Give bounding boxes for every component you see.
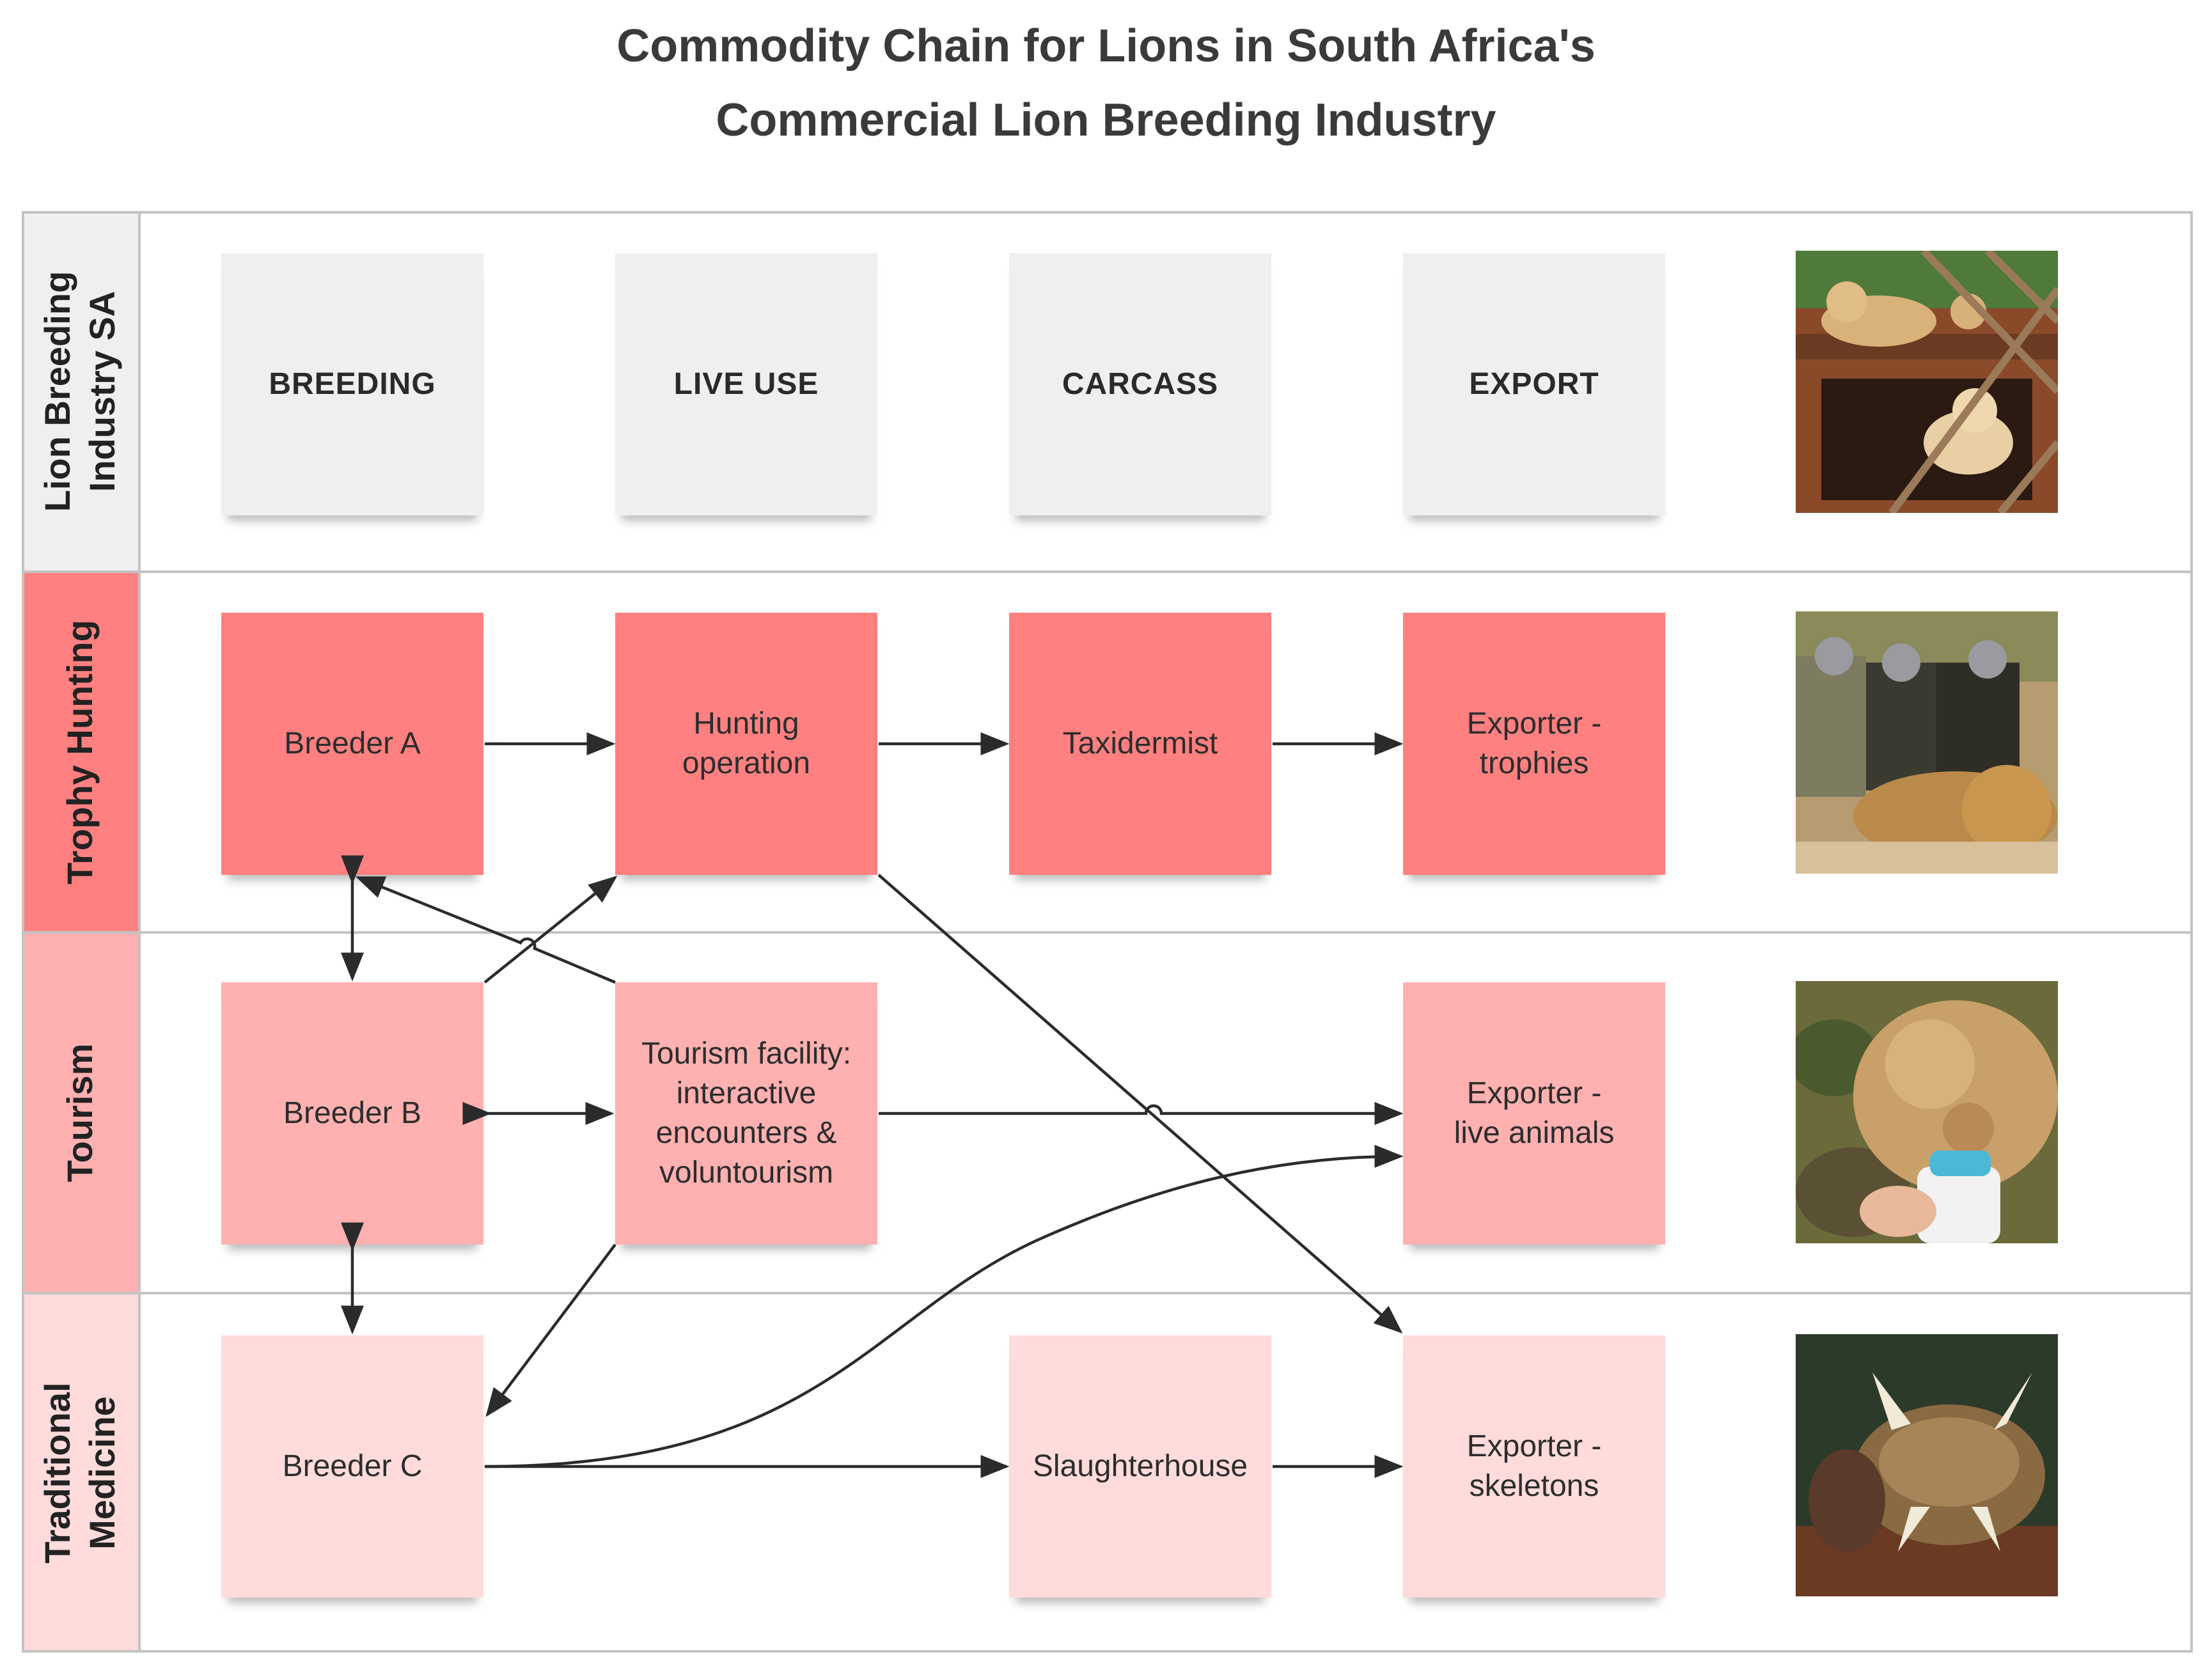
stage-breeding: BREEDING: [221, 253, 483, 515]
title-line-1: Commodity Chain for Lions in South Afric…: [616, 20, 1596, 72]
lane-label-industry: Lion Breeding Industry SA: [22, 211, 141, 572]
caged-lions-photo: [1796, 251, 2058, 513]
lane-label-traditional-medicine: Traditional Medicine: [22, 1293, 141, 1653]
trophy-hunters-photo: [1796, 611, 2058, 874]
arrow-breeder-c-to-exporter-live: [484, 1145, 1404, 1468]
node-tourism-facility: Tourism facility: interactive encounters…: [615, 982, 877, 1245]
node-exporter-trophies: Exporter - trophies: [1403, 613, 1665, 875]
cub-bottle-feeding-photo: [1796, 981, 2058, 1243]
arrow-tourism-to-exporter-live: [879, 1102, 1404, 1125]
stage-carcass: CARCASS: [1009, 253, 1271, 515]
node-exporter-skeletons: Exporter - skeletons: [1403, 1335, 1665, 1598]
arrow-hunting-to-exporter-skeletons: [877, 874, 1403, 1333]
node-breeder-b: Breeder B: [221, 982, 483, 1245]
diagram-title: Commodity Chain for Lions in South Afric…: [0, 9, 2212, 157]
arrow-tourism-to-breeder-a: [355, 876, 616, 984]
node-taxidermist: Taxidermist: [1009, 613, 1271, 875]
arrow-breeder-b-to-hunting: [483, 876, 618, 984]
stage-live-use: LIVE USE: [615, 253, 877, 515]
lane-divider-1: [22, 570, 2193, 573]
lane-label-trophy-hunting: Trophy Hunting: [22, 572, 141, 932]
lion-skull-photo: [1796, 1334, 2058, 1596]
lane-divider-3: [22, 1292, 2193, 1294]
node-hunting-operation: Hunting operation: [615, 613, 877, 875]
node-breeder-a: Breeder A: [221, 613, 483, 875]
arrow-tourism-to-breeder-c: [485, 1243, 616, 1417]
node-exporter-live-animals: Exporter - live animals: [1403, 982, 1665, 1245]
lane-divider-2: [22, 931, 2193, 934]
title-line-2: Commercial Lion Breeding Industry: [716, 95, 1496, 146]
node-slaughterhouse: Slaughterhouse: [1009, 1335, 1271, 1598]
node-breeder-c: Breeder C: [221, 1335, 483, 1598]
stage-export: EXPORT: [1403, 253, 1665, 515]
lane-label-tourism: Tourism: [22, 932, 141, 1293]
